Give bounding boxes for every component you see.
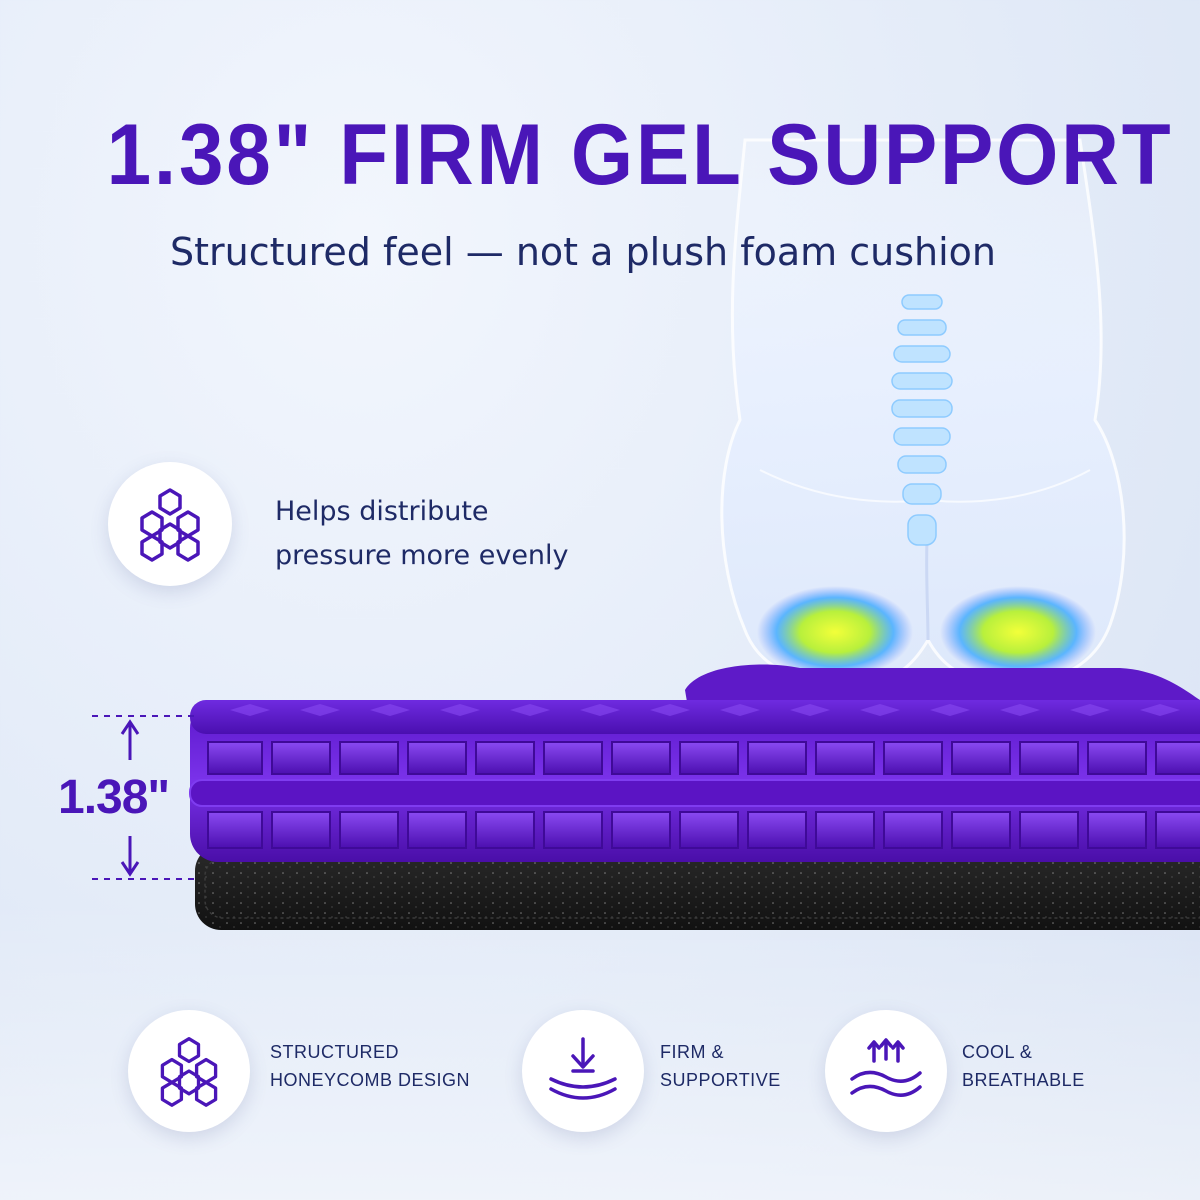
gel-cushion [189, 664, 1200, 862]
badge-firm-text: FIRM & SUPPORTIVE [660, 1038, 781, 1094]
badge-2-line-1: FIRM & [660, 1042, 724, 1062]
airflow-waves-icon [850, 1038, 922, 1097]
page-title: 1.38" FIRM GEL SUPPORT [106, 107, 1174, 203]
honeycomb-icon [160, 1037, 218, 1107]
badge-cool-text: COOL & BREATHABLE [962, 1038, 1085, 1094]
badge-firm-circle [522, 1010, 644, 1132]
badge-honeycomb-circle [128, 1010, 250, 1132]
badge-3-line-2: BREATHABLE [962, 1070, 1085, 1090]
page-subtitle: Structured feel — not a plush foam cushi… [170, 230, 996, 274]
badge-cool-circle [825, 1010, 947, 1132]
badge-1-line-1: STRUCTURED [270, 1042, 399, 1062]
badge-honeycomb-text: STRUCTURED HONEYCOMB DESIGN [270, 1038, 470, 1094]
pressure-feature-text: Helps distribute pressure more evenly [275, 490, 569, 578]
feature-line-1: Helps distribute [275, 496, 489, 527]
arrow-down-compress-icon [549, 1037, 617, 1100]
badge-3-line-1: COOL & [962, 1042, 1033, 1062]
badge-2-line-2: SUPPORTIVE [660, 1070, 781, 1090]
height-dimension-marker [92, 715, 200, 880]
thickness-label: 1.38" [58, 771, 170, 824]
black-base-layer [195, 845, 1200, 930]
honeycomb-icon [140, 488, 200, 562]
badge-1-line-2: HONEYCOMB DESIGN [270, 1070, 471, 1090]
spine-illustration [891, 294, 953, 546]
feature-icon-circle [108, 462, 232, 586]
feature-line-2: pressure more evenly [275, 540, 569, 571]
